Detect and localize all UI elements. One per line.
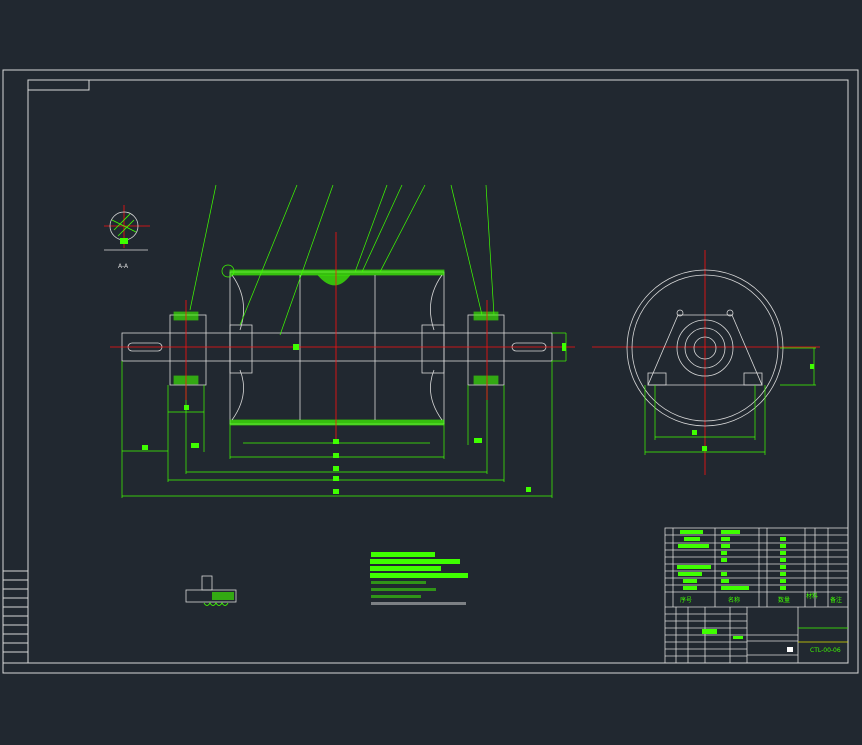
dimension-values — [142, 343, 566, 494]
roller-front-view — [121, 269, 553, 426]
header-quantity: 数量 — [778, 596, 790, 604]
corner-tag — [27, 79, 90, 91]
outer-frame — [2, 69, 859, 674]
inner-frame — [27, 79, 849, 664]
header-name: 名称 — [728, 596, 740, 604]
dimension-lines — [121, 184, 567, 498]
weld-detail — [185, 575, 237, 606]
left-margin-table — [2, 570, 29, 664]
parts-list-entries — [677, 530, 786, 639]
header-material: 材料 — [806, 592, 818, 600]
technical-notes — [370, 552, 468, 605]
parts-list-table — [664, 527, 849, 664]
section-a-a — [104, 211, 148, 251]
drawing-number: CTL-00-06 — [810, 647, 841, 654]
section-label: A-A — [118, 263, 129, 270]
end-view-dimensions — [644, 347, 816, 455]
header-number: 序号 — [680, 596, 692, 604]
header-remarks: 备注 — [830, 596, 842, 604]
centerlines — [104, 205, 820, 475]
